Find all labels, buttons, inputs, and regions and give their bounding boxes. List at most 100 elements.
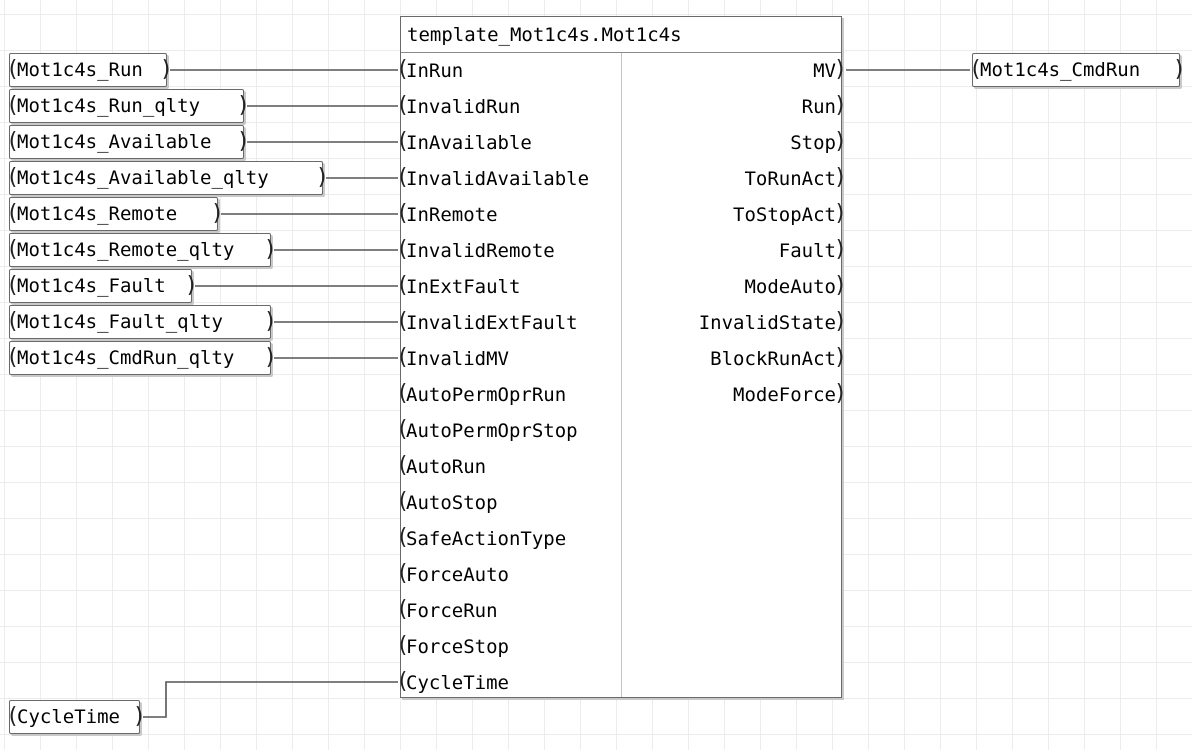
pin-connector-icon: ( <box>396 669 410 694</box>
input-pin-inremote[interactable]: (InRemote <box>396 197 498 233</box>
output-pin-tostopact[interactable]: ToStopAct) <box>733 197 847 233</box>
input-var-mot1c4s-remote-qlty[interactable]: ( Mot1c4s_Remote_qlty ) <box>6 233 277 267</box>
input-pin-forceauto[interactable]: (ForceAuto <box>396 557 509 593</box>
right-connector-icon: ) <box>184 273 198 298</box>
input-var-label: Mot1c4s_Run <box>17 59 143 81</box>
input-pin-autopermoprstop[interactable]: (AutoPermOprStop <box>396 413 578 449</box>
input-var-mot1c4s-run[interactable]: ( Mot1c4s_Run ) <box>6 53 173 87</box>
input-var-mot1c4s-cmdrun-qlty[interactable]: ( Mot1c4s_CmdRun_qlty ) <box>6 341 277 375</box>
output-pin-torunact[interactable]: ToRunAct) <box>744 161 847 197</box>
pin-connector-icon: ( <box>396 165 410 190</box>
input-pin-inrun[interactable]: (InRun <box>396 53 463 89</box>
input-pin-invalidrun[interactable]: (InvalidRun <box>396 89 521 125</box>
right-connector-icon: ) <box>236 129 250 154</box>
input-pin-label: InvalidRemote <box>406 240 555 262</box>
function-block[interactable]: template_Mot1c4s.Mot1c4s (InRun (Invalid… <box>396 16 847 701</box>
input-var-mot1c4s-available[interactable]: ( Mot1c4s_Available ) <box>6 125 250 159</box>
output-var-mot1c4s-cmdrun[interactable]: ( Mot1c4s_CmdRun ) <box>969 53 1186 87</box>
pin-connector-icon: ( <box>396 453 410 478</box>
input-pin-label: InvalidRun <box>406 96 521 118</box>
left-connector-icon: ( <box>6 201 20 226</box>
input-pin-label: InvalidAvailable <box>406 168 590 190</box>
input-pin-label: InvalidExtFault <box>406 312 578 334</box>
output-pin-label: BlockRunAct <box>710 348 836 370</box>
right-connector-icon: ) <box>210 201 224 226</box>
input-pin-invalidextfault[interactable]: (InvalidExtFault <box>396 305 578 341</box>
input-var-label: Mot1c4s_Remote <box>17 203 178 225</box>
pin-connector-icon: ( <box>396 57 410 82</box>
left-connector-icon: ( <box>6 345 20 370</box>
input-var-label: CycleTime <box>17 706 120 728</box>
input-pin-autorun[interactable]: (AutoRun <box>396 449 487 485</box>
pin-connector-icon: ( <box>396 417 410 442</box>
input-pin-safeactiontype[interactable]: (SafeActionType <box>396 521 567 557</box>
pin-connector-icon: ( <box>396 237 410 262</box>
input-pin-autostop[interactable]: (AutoStop <box>396 485 498 521</box>
input-var-label: Mot1c4s_CmdRun_qlty <box>17 347 235 369</box>
output-pin-blockrunact[interactable]: BlockRunAct) <box>710 341 847 377</box>
output-pin-run[interactable]: Run) <box>802 89 847 125</box>
output-pin-mv[interactable]: MV) <box>813 53 847 89</box>
left-connector-icon: ( <box>6 129 20 154</box>
input-pin-invalidmv[interactable]: (InvalidMV <box>396 341 509 377</box>
input-pin-label: InRemote <box>406 204 498 226</box>
input-pin-label: CycleTime <box>406 672 509 694</box>
output-pin-invalidstate[interactable]: InvalidState) <box>699 305 847 341</box>
pin-connector-icon: ) <box>833 93 847 118</box>
pin-connector-icon: ( <box>396 93 410 118</box>
input-pin-label: InvalidMV <box>406 348 509 370</box>
pin-connector-icon: ( <box>396 273 410 298</box>
pin-connector-icon: ) <box>833 381 847 406</box>
input-pin-forcerun[interactable]: (ForceRun <box>396 593 498 629</box>
output-pin-modeforce[interactable]: ModeForce) <box>733 377 847 413</box>
right-connector-icon: ) <box>236 93 250 118</box>
pin-connector-icon: ( <box>396 381 410 406</box>
output-pin-label: Fault <box>778 240 836 262</box>
pin-column-divider <box>621 53 622 697</box>
input-pin-autopermoprrun[interactable]: (AutoPermOprRun <box>396 377 566 413</box>
pin-connector-icon: ) <box>833 309 847 334</box>
input-pin-invalidremote[interactable]: (InvalidRemote <box>396 233 555 269</box>
output-pin-modeauto[interactable]: ModeAuto) <box>744 269 847 305</box>
pin-connector-icon: ) <box>833 165 847 190</box>
input-pin-label: AutoRun <box>406 456 487 478</box>
function-block-title: template_Mot1c4s.Mot1c4s <box>407 24 682 46</box>
input-pin-label: ForceAuto <box>406 564 509 586</box>
input-var-mot1c4s-available-qlty[interactable]: ( Mot1c4s_Available_qlty ) <box>6 161 329 195</box>
input-pin-inavailable[interactable]: (InAvailable <box>396 125 532 161</box>
input-pin-cycletime[interactable]: (CycleTime <box>396 665 509 701</box>
output-pin-label: Stop <box>790 132 836 154</box>
input-var-mot1c4s-run-qlty[interactable]: ( Mot1c4s_Run_qlty ) <box>6 89 250 123</box>
input-var-label: Mot1c4s_Remote_qlty <box>17 239 235 261</box>
input-pin-invalidavailable[interactable]: (InvalidAvailable <box>396 161 590 197</box>
input-pin-label: AutoPermOprStop <box>406 420 578 442</box>
pin-connector-icon: ( <box>396 597 410 622</box>
pin-connector-icon: ( <box>396 489 410 514</box>
input-var-mot1c4s-remote[interactable]: ( Mot1c4s_Remote ) <box>6 197 224 231</box>
left-connector-icon: ( <box>6 57 20 82</box>
pin-connector-icon: ) <box>833 345 847 370</box>
pin-connector-icon: ) <box>833 129 847 154</box>
input-var-cycletime[interactable]: ( CycleTime ) <box>6 700 146 734</box>
input-var-label: Mot1c4s_Run_qlty <box>17 95 201 117</box>
left-connector-icon: ( <box>6 237 20 262</box>
left-connector-icon: ( <box>6 309 20 334</box>
input-var-label: Mot1c4s_Available_qlty <box>17 167 269 189</box>
input-pin-inextfault[interactable]: (InExtFault <box>396 269 520 305</box>
pin-connector-icon: ( <box>396 561 410 586</box>
right-connector-icon: ) <box>132 704 146 729</box>
left-connector-icon: ( <box>6 93 20 118</box>
output-pin-fault[interactable]: Fault) <box>778 233 847 269</box>
input-var-mot1c4s-fault-qlty[interactable]: ( Mot1c4s_Fault_qlty ) <box>6 305 277 339</box>
title-divider <box>401 52 841 53</box>
right-connector-icon: ) <box>263 309 277 334</box>
output-pin-stop[interactable]: Stop) <box>790 125 847 161</box>
pin-connector-icon: ( <box>396 309 410 334</box>
right-connector-icon: ) <box>315 165 329 190</box>
input-pin-label: SafeActionType <box>406 528 567 550</box>
input-pin-forcestop[interactable]: (ForceStop <box>396 629 509 665</box>
left-connector-icon: ( <box>6 704 20 729</box>
input-var-mot1c4s-fault[interactable]: ( Mot1c4s_Fault ) <box>6 269 198 303</box>
input-var-label: Mot1c4s_Available <box>17 131 212 153</box>
